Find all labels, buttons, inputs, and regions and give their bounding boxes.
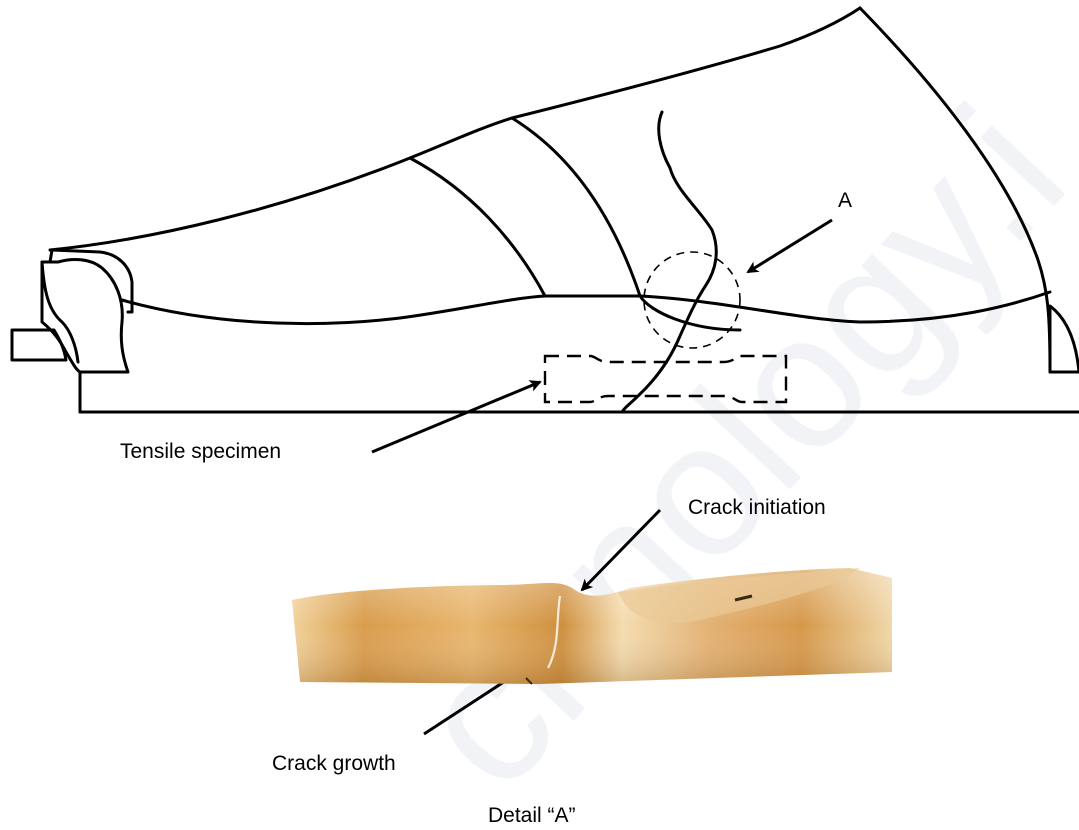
crack-initiation-label: Crack initiation: [688, 496, 826, 519]
disk-left-stub: [12, 330, 66, 360]
detail-marker-label: A: [838, 189, 852, 212]
section-line-2: [512, 118, 740, 330]
disk-left-hub: [42, 260, 128, 412]
crack-growth-label: Crack growth: [272, 752, 396, 775]
disk-outer-profile: [50, 8, 860, 250]
detail-caption: Detail “A”: [488, 804, 576, 827]
watermark-text: chnology.i: [375, 68, 1079, 828]
tensile-specimen-label: Tensile specimen: [120, 440, 281, 463]
disk-left-flange: [42, 262, 78, 362]
disk-right-rim: [1050, 306, 1079, 372]
section-line-1: [410, 158, 545, 296]
arrow-to-tensile-specimen: [372, 382, 540, 452]
